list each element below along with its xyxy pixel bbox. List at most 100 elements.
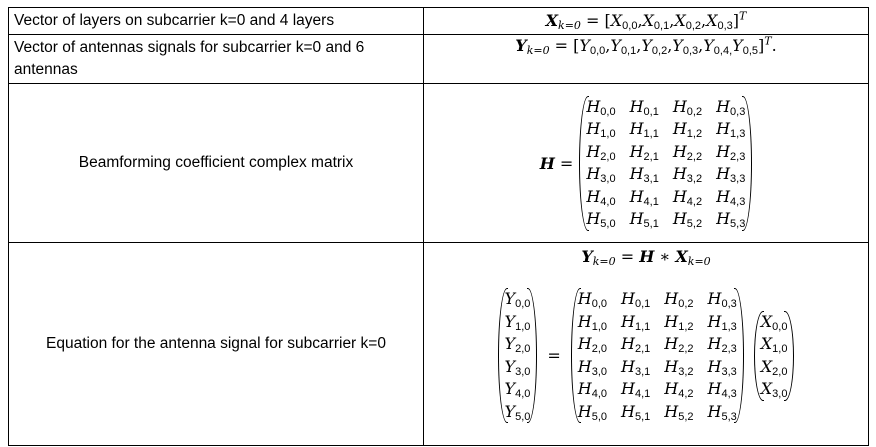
matrix-entry: H2,3 xyxy=(707,334,737,355)
matrix-entry: H1,1 xyxy=(629,119,659,140)
matrix-entry: H4,2 xyxy=(664,379,694,400)
math-token: Y0,0 xyxy=(579,36,606,57)
row-label: Vector of layers on subcarrier k=0 and 4… xyxy=(8,7,424,35)
matrix-entry: H4,3 xyxy=(707,379,737,400)
math-token: H xyxy=(539,153,555,173)
matrix-entry: H1,2 xyxy=(664,311,694,333)
matrix-entry: H0,3 xyxy=(716,96,746,118)
matrix-entry: H0,1 xyxy=(629,96,659,118)
matrix-entry: H4,3 xyxy=(716,186,746,208)
math-token: , xyxy=(637,11,643,30)
matrix-entry: H5,1 xyxy=(621,401,651,423)
matrix-entry: H3,3 xyxy=(716,164,746,185)
main-equation: Yk=0 = H ∗ Xk=0 xyxy=(424,247,868,268)
matrix-entry: H5,0 xyxy=(577,401,608,423)
math-token: ∗ xyxy=(654,247,676,266)
matrix-entry: H2,3 xyxy=(716,141,746,163)
antenna-vector-equation: Yk=0 = [Y0,0,Y0,1,Y0,2,Y0,3,Y0,4,Y0,5]T. xyxy=(515,34,777,57)
math-token: Y0,3 xyxy=(672,36,699,57)
matrix-entry: H4,0 xyxy=(577,379,608,400)
matrix-entry: H5,2 xyxy=(672,209,703,230)
math-token: Xk=0 xyxy=(545,11,581,32)
matrix-entry: H1,2 xyxy=(672,119,703,140)
math-token: = xyxy=(615,247,640,266)
table-row: Vector of layers on subcarrier k=0 and 4… xyxy=(8,7,869,35)
math-token: , xyxy=(701,11,707,30)
row-label: Equation for the antenna signal for subc… xyxy=(8,242,424,446)
matrix-entry: H2,1 xyxy=(629,141,659,163)
vector-entry: Y2,0 xyxy=(504,334,531,355)
vector-entry: Y1,0 xyxy=(504,311,531,333)
matrix-entry: H5,0 xyxy=(586,209,616,230)
math-token: ]T xyxy=(732,9,747,30)
matrix-entry: H2,1 xyxy=(621,334,651,355)
table-row: Equation for the antenna signal for subc… xyxy=(8,242,869,446)
math-token: Y0,4, xyxy=(703,36,733,57)
math-token: ]T xyxy=(758,34,772,55)
matrix-entry: H3,1 xyxy=(629,164,659,185)
matrix-entry: H0,2 xyxy=(672,96,703,118)
math-token: , xyxy=(636,36,642,55)
matrix-lhs: H = xyxy=(540,154,574,173)
matrix-entry: H3,1 xyxy=(621,356,651,378)
math-token: . xyxy=(771,36,777,55)
table-row: Vector of antennas signals for subcarrie… xyxy=(8,34,869,84)
math-token: X0,2 xyxy=(674,11,701,32)
vector-entry: Y5,0 xyxy=(504,401,531,423)
vector-entry: X3,0 xyxy=(760,379,788,400)
math-token: X0,1 xyxy=(642,11,670,32)
matrix-entry: H2,2 xyxy=(672,141,703,163)
matrix-entry: H1,1 xyxy=(621,311,651,333)
matrix-entry: H1,3 xyxy=(716,119,746,140)
vector-entry: X1,0 xyxy=(760,334,788,355)
matrix-entry: H1,0 xyxy=(586,119,616,140)
matrix-entry: H5,1 xyxy=(629,209,659,230)
matrix-entry: H3,0 xyxy=(577,356,608,378)
matrix-entry: H0,0 xyxy=(577,289,608,310)
vector-entry: X0,0 xyxy=(760,311,788,333)
math-token: = [ xyxy=(549,36,580,55)
math-token: , xyxy=(605,36,611,55)
math-token: Y0,5 xyxy=(732,36,759,57)
vector-entry: Y3,0 xyxy=(504,356,531,378)
matrix-entry: H2,0 xyxy=(577,334,608,355)
math-token: Y0,2 xyxy=(641,36,668,57)
math-token: , xyxy=(669,11,675,30)
math-token: H xyxy=(639,247,655,266)
equals-sign: = xyxy=(547,346,561,365)
matrix-entry: H3,2 xyxy=(672,164,703,185)
row-label: Beamforming coefficient complex matrix xyxy=(8,83,424,243)
matrix-entry: H0,1 xyxy=(621,289,651,310)
matrix-entry: H4,1 xyxy=(621,379,651,400)
vector-entry: Y4,0 xyxy=(504,379,531,400)
matrix-entry: H4,2 xyxy=(672,186,703,208)
matrix-entry: H3,0 xyxy=(586,164,616,185)
math-token: Y0,1 xyxy=(610,36,637,57)
math-token: = xyxy=(554,153,574,173)
matrix-entry: H5,2 xyxy=(664,401,694,423)
matrix-entry: H4,0 xyxy=(586,186,616,208)
matrix-entry: H1,0 xyxy=(577,311,608,333)
matrix-entry: H4,1 xyxy=(629,186,659,208)
math-token: X0,3 xyxy=(706,11,733,32)
math-token: Xk=0 xyxy=(675,247,711,268)
matrix-entry: H1,3 xyxy=(707,311,737,333)
matrix-entry: H0,2 xyxy=(664,289,694,310)
math-token: , xyxy=(698,36,704,55)
math-token: Yk=0 xyxy=(581,247,616,268)
matrix-entry: H2,0 xyxy=(586,141,616,163)
math-token: Yk=0 xyxy=(515,36,550,57)
matrix-entry: H5,3 xyxy=(716,209,746,230)
math-token: X0,0 xyxy=(610,11,638,32)
matrix-entry: H3,3 xyxy=(707,356,737,378)
vector-entry: X2,0 xyxy=(760,356,788,378)
matrix-entry: H3,2 xyxy=(664,356,694,378)
beamforming-table: Vector of layers on subcarrier k=0 and 4… xyxy=(8,7,869,446)
matrix-entry: H2,2 xyxy=(664,334,694,355)
